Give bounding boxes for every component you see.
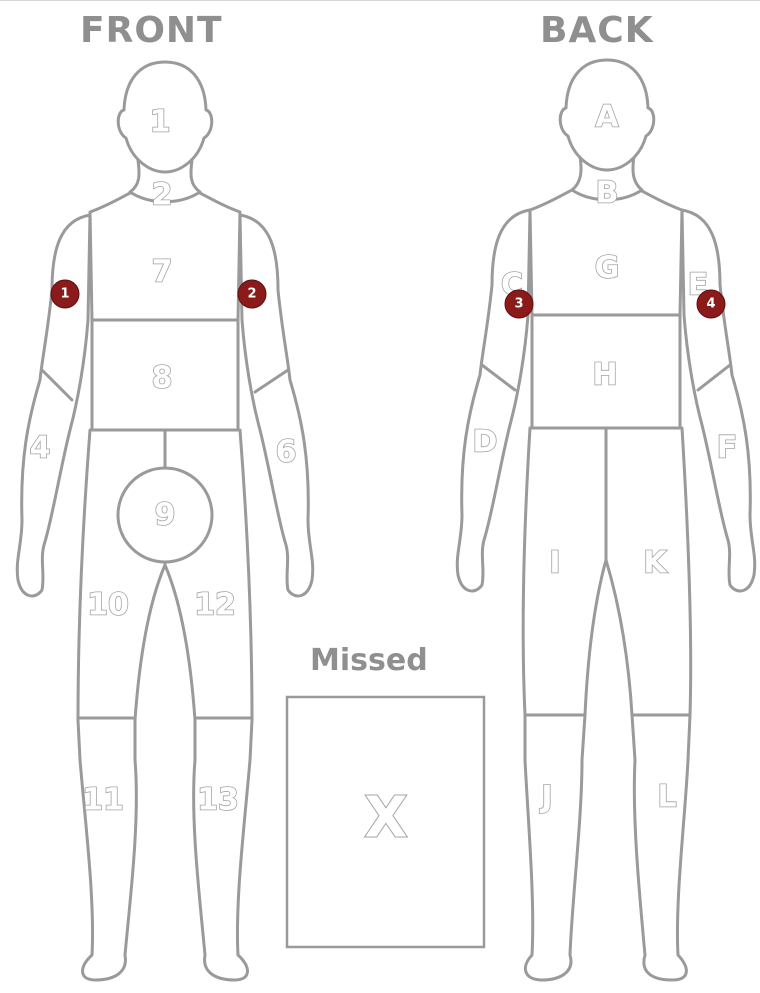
- hit-marker-2[interactable]: 2: [238, 280, 266, 308]
- back-right-leg: [606, 428, 691, 980]
- back-zone-left-thigh: I: [549, 546, 560, 581]
- hit-marker-4[interactable]: 4: [697, 290, 725, 318]
- front-zone-abdomen: 8: [152, 361, 173, 396]
- missed-zone-label: X: [364, 786, 407, 851]
- front-zone-left-thigh: 10: [87, 588, 129, 623]
- back-zone-right-calf: L: [657, 780, 676, 815]
- back-zone-upper-back: G: [595, 251, 620, 286]
- front-zone-head: 1: [150, 105, 171, 140]
- front-heading: FRONT: [80, 10, 223, 51]
- back-zone-left-forearm: D: [473, 425, 498, 460]
- front-figure: 1 2 7 8 4 6 9 10 12 11 13: [17, 62, 312, 980]
- back-zone-left-calf: J: [539, 780, 552, 815]
- back-zone-lower-back: H: [592, 358, 617, 393]
- back-zone-neck: B: [596, 176, 619, 211]
- front-zone-left-forearm: 4: [30, 431, 51, 466]
- hit-marker-1[interactable]: 1: [51, 280, 79, 308]
- front-zone-right-shin: 13: [197, 783, 239, 818]
- back-zone-head: A: [595, 100, 619, 135]
- front-zone-right-thigh: 12: [194, 588, 236, 623]
- front-left-arm: [17, 215, 90, 596]
- back-figure: A B G C E H D F I K J L: [457, 60, 754, 980]
- front-zone-right-forearm: 6: [276, 435, 297, 470]
- back-zone-right-forearm: F: [717, 431, 738, 466]
- back-zone-right-thigh: K: [643, 546, 668, 581]
- back-left-leg: [523, 428, 606, 980]
- missed-heading: Missed: [310, 643, 428, 678]
- back-heading: BACK: [540, 10, 654, 51]
- front-right-arm: [240, 215, 313, 596]
- front-zone-groin: 9: [155, 498, 176, 533]
- front-zone-chest: 7: [152, 255, 173, 290]
- hit-marker-3-label: 3: [514, 297, 523, 312]
- hit-marker-2-label: 2: [247, 287, 256, 302]
- front-zone-left-shin: 11: [82, 783, 124, 818]
- hit-marker-1-label: 1: [60, 287, 69, 302]
- front-zone-neck: 2: [152, 178, 173, 213]
- hit-marker-3[interactable]: 3: [505, 290, 533, 318]
- missed-section: Missed X: [287, 643, 484, 947]
- hit-marker-4-label: 4: [706, 297, 715, 312]
